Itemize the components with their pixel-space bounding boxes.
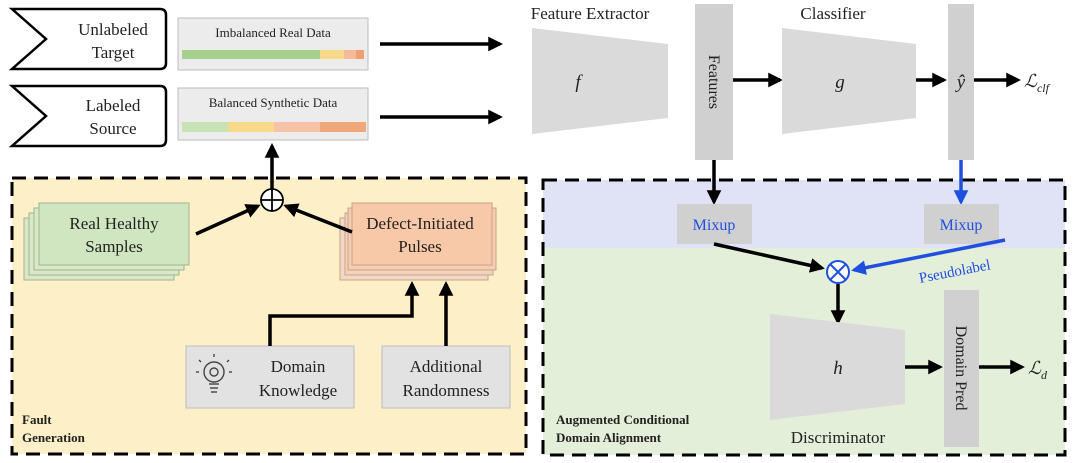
mixup-right-block: Mixup — [924, 204, 999, 244]
alignment-title-line2: Domain Alignment — [556, 430, 662, 445]
classification-loss: ℒclf — [1024, 71, 1051, 95]
unlabeled-target-line1: Unlabeled — [78, 20, 148, 39]
labeled-source-input: Labeled Source — [8, 84, 168, 148]
defect-pulses-stack: Defect-Initiated Pulses — [339, 202, 497, 281]
balanced-synthetic-data-bar: Balanced Synthetic Data — [177, 87, 369, 141]
feature-extractor: Feature Extractor f — [531, 4, 668, 134]
features-label: Features — [705, 55, 722, 109]
domain-knowledge-box: Domain Knowledge — [185, 345, 355, 409]
labeled-source-line1: Labeled — [86, 96, 141, 115]
domain-loss-symbol: ℒ — [1028, 358, 1042, 378]
fault-generation-title-line2: Generation — [22, 430, 86, 445]
classification-loss-symbol: ℒ — [1024, 71, 1038, 91]
feature-extractor-trapezoid — [532, 28, 668, 134]
combine-node — [260, 188, 284, 212]
mixup-right-label: Mixup — [940, 217, 983, 234]
discriminator: h Discriminator — [770, 314, 905, 447]
imbalanced-real-data-label: Imbalanced Real Data — [215, 25, 331, 40]
mixup-to-multiply-arrow — [713, 242, 825, 273]
randomness-line2: Randomness — [403, 381, 490, 400]
domain-knowledge-line1: Domain — [271, 357, 326, 376]
feature-extractor-symbol: f — [575, 72, 583, 93]
prediction-block: ŷ — [948, 4, 974, 160]
knowledge-to-defect-arrow — [268, 281, 420, 346]
labeled-source-line2: Source — [89, 119, 136, 138]
real-healthy-line2: Samples — [85, 237, 143, 256]
domain-loss-subscript: d — [1041, 368, 1048, 382]
pseudolabel-arrow — [851, 238, 1006, 275]
unlabeled-target-input: Unlabeled Target — [8, 7, 168, 71]
discriminator-label: Discriminator — [791, 428, 886, 447]
healthy-to-combine-arrow — [195, 204, 261, 236]
alignment-title-line1: Augmented Conditional — [556, 412, 690, 427]
defect-pulses-line1: Defect-Initiated — [366, 214, 474, 233]
domain-knowledge-line2: Knowledge — [259, 381, 337, 400]
real-healthy-line1: Real Healthy — [69, 214, 159, 233]
domain-pred-label: Domain Pred — [952, 326, 969, 411]
classifier-trapezoid — [782, 28, 916, 134]
multiply-node — [826, 260, 850, 284]
lightbulb-gear-icon — [196, 354, 232, 393]
defect-pulses-line2: Pulses — [398, 237, 441, 256]
feature-extractor-title: Feature Extractor — [531, 4, 650, 23]
unlabeled-target-line2: Target — [92, 43, 135, 62]
defect-to-combine-arrow — [283, 203, 353, 234]
domain-loss: ℒd — [1028, 358, 1048, 382]
additional-randomness-box: Additional Randomness — [381, 345, 511, 409]
domain-pred-block: Domain Pred — [944, 290, 979, 447]
mixup-left-block: Mixup — [677, 204, 752, 244]
classification-loss-subscript: clf — [1037, 81, 1051, 95]
fault-generation-title-line1: Fault — [22, 412, 52, 427]
discriminator-trapezoid — [770, 314, 905, 420]
imbalanced-real-data-bar: Imbalanced Real Data — [177, 17, 369, 71]
discriminator-symbol: h — [833, 358, 843, 379]
classifier-symbol: g — [835, 72, 845, 93]
randomness-line1: Additional — [410, 357, 483, 376]
real-healthy-samples-stack: Real Healthy Samples — [23, 202, 190, 281]
classifier-title: Classifier — [800, 4, 865, 23]
prediction-symbol: ŷ — [955, 72, 966, 93]
balanced-synthetic-data-label: Balanced Synthetic Data — [209, 95, 338, 110]
mixup-left-label: Mixup — [693, 217, 736, 234]
classifier: Classifier g — [782, 4, 916, 134]
features-block: Features — [695, 4, 733, 160]
